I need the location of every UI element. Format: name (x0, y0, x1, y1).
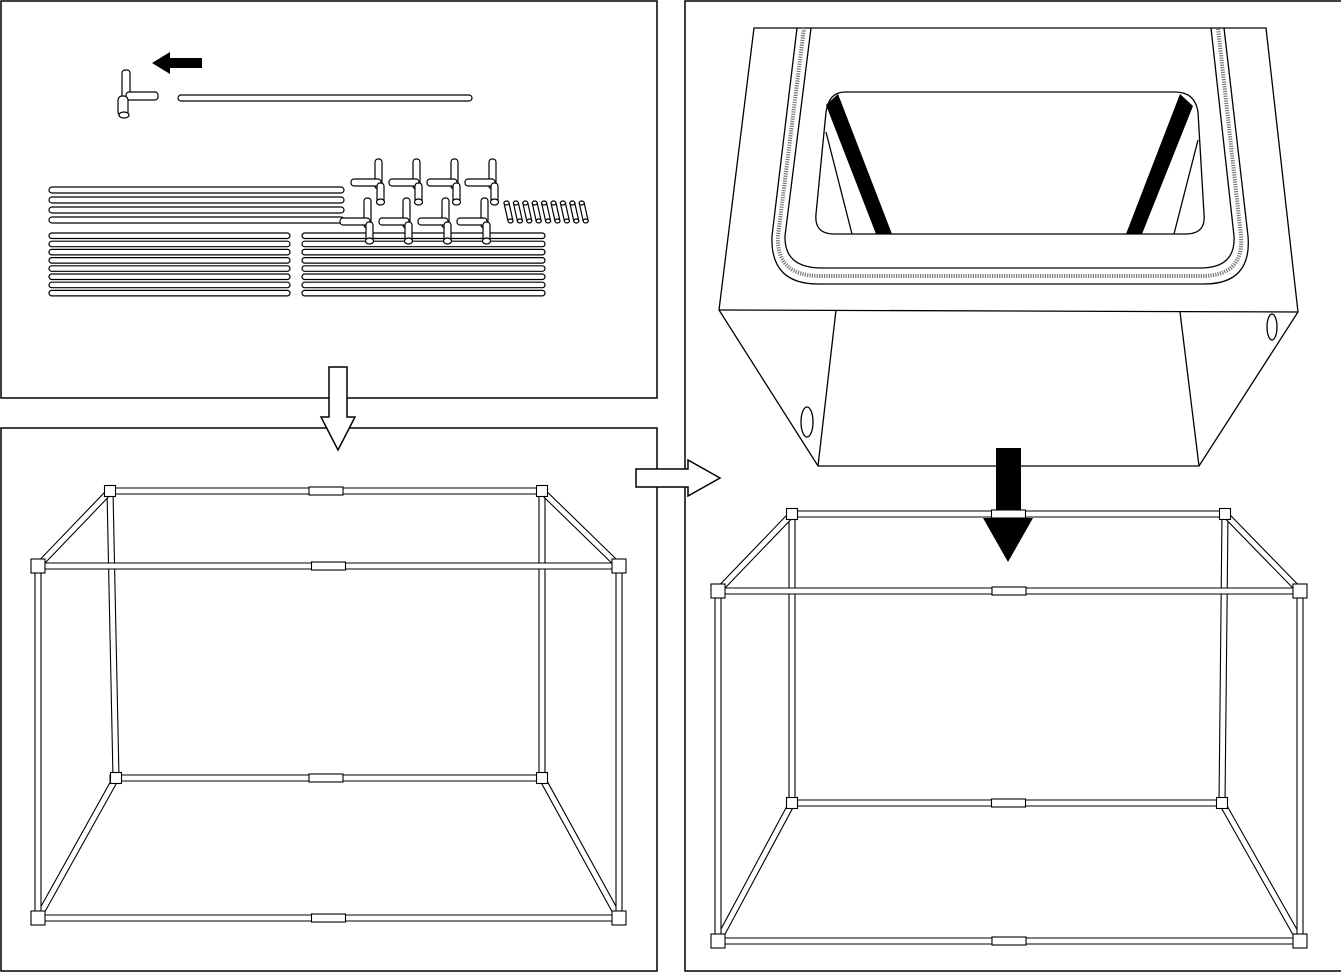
frame-sleeve (992, 510, 1026, 518)
frame-joint (612, 911, 626, 925)
frame-tube (539, 491, 545, 778)
pole (49, 290, 290, 296)
frame-tube (107, 491, 119, 778)
frame-tube (616, 566, 622, 918)
frame-tube (716, 512, 794, 593)
pole (302, 241, 545, 247)
assembled-frame-under-cover (711, 509, 1307, 949)
frame-tube (715, 802, 794, 943)
frame-tube (540, 489, 621, 568)
frame-joint (111, 773, 122, 784)
frame-joint (105, 486, 116, 497)
short-connector (513, 201, 522, 223)
frame-joint (1293, 934, 1307, 948)
tent-cover (719, 28, 1298, 466)
short-connector (523, 201, 532, 223)
pole (302, 249, 545, 255)
pole-stack-right (302, 233, 545, 296)
frame-joint (31, 559, 45, 573)
short-connector (560, 201, 569, 223)
frame-tube (1223, 512, 1302, 593)
frame-joint (537, 773, 548, 784)
pole (49, 241, 290, 247)
vent-hole-left (801, 407, 813, 437)
parts-kit (49, 52, 588, 296)
short-connectors (504, 201, 588, 223)
frame-joint (537, 486, 548, 497)
long-poles (49, 187, 344, 223)
frame-joint (787, 509, 798, 520)
short-connector (532, 201, 541, 223)
frame-sleeve (992, 587, 1026, 595)
frame-sleeve (309, 487, 343, 495)
pole (302, 282, 545, 288)
pole (49, 274, 290, 280)
frame-sleeve (312, 562, 346, 570)
short-connector (570, 201, 579, 223)
frame-tube (1219, 514, 1228, 803)
frame-tube (36, 489, 112, 568)
pole (302, 258, 545, 264)
pole-stack-left (49, 233, 290, 296)
frame-joint (711, 584, 725, 598)
frame-tube (715, 591, 721, 941)
sample-connector (118, 70, 158, 118)
pole (302, 266, 545, 272)
frame-tube (35, 566, 41, 918)
short-connector (579, 201, 588, 223)
pole (302, 290, 545, 296)
frame-sleeve (992, 937, 1026, 945)
frame-joint (1293, 584, 1307, 598)
frame-tube (1219, 802, 1302, 943)
right-arrow-outline-icon (636, 460, 720, 496)
frame-tube (35, 777, 118, 920)
short-connector (504, 201, 513, 223)
pole (302, 233, 545, 239)
frame-joint (1220, 509, 1231, 520)
pole (49, 282, 290, 288)
down-arrow-outline-icon (321, 367, 355, 450)
frame-joint (31, 911, 45, 925)
frame-sleeve (992, 799, 1026, 807)
corner-connectors (340, 159, 499, 244)
pole (49, 266, 290, 272)
frame-joint (711, 934, 725, 948)
pole (49, 249, 290, 255)
short-connector (542, 201, 551, 223)
pole (49, 258, 290, 264)
frame-tube (539, 777, 621, 920)
pole (49, 233, 290, 239)
pole (302, 274, 545, 280)
frame-tube (789, 514, 795, 803)
frame-tube (1297, 591, 1303, 941)
sample-pole (178, 95, 472, 101)
frame-joint (1217, 798, 1228, 809)
short-connector (551, 201, 560, 223)
vent-hole-right (1267, 314, 1277, 340)
left-arrow-icon (152, 52, 202, 74)
frame-sleeve (309, 774, 343, 782)
frame-sleeve (312, 914, 346, 922)
frame-joint (612, 559, 626, 573)
frame-joint (787, 798, 798, 809)
assembled-frame (31, 486, 626, 926)
